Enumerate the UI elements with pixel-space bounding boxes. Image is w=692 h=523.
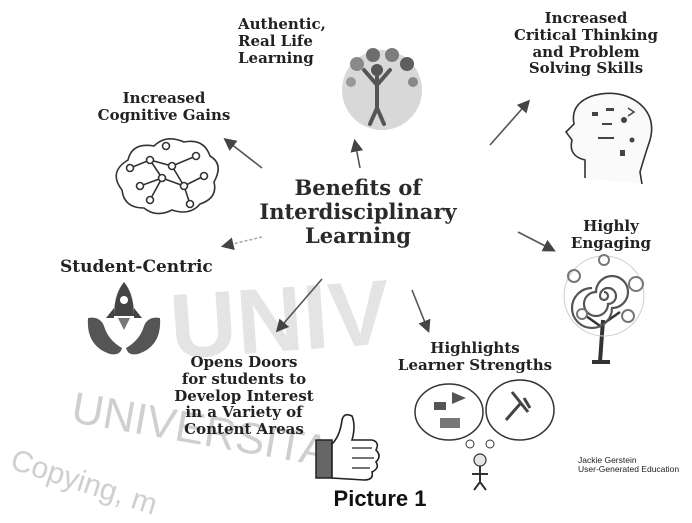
arrow-strengths — [411, 289, 431, 333]
arrow-student — [220, 236, 263, 251]
thumbs-up-icon — [315, 413, 380, 481]
node-authentic-label: Authentic, Real Life Learning — [238, 15, 326, 67]
node-opens-label: Opens Doors for students to Develop Inte… — [174, 353, 314, 439]
arrow-cognitive — [223, 138, 263, 169]
node-critical-label: Increased Critical Thinking and Problem … — [513, 9, 659, 78]
person-world-icon — [342, 48, 422, 130]
node-engaging-label: Highly Engaging — [570, 217, 652, 252]
figure-caption: Picture 1 — [333, 486, 427, 511]
arrow-opens — [275, 278, 323, 333]
node-cognitive-label: Increased Cognitive Gains — [97, 89, 231, 124]
center-title: Benefits of Interdisciplinary Learning — [259, 175, 457, 249]
arrow-critical — [489, 99, 531, 146]
rocket-hands-icon — [87, 282, 161, 355]
brain-network-icon — [115, 138, 219, 215]
head-thinking-icon — [564, 92, 653, 185]
node-student-label: Student-Centric — [60, 257, 213, 277]
arrow-authentic — [350, 138, 364, 169]
node-strengths-label: Highlights Learner Strengths — [397, 339, 553, 374]
arrow-engaging — [517, 231, 556, 252]
arrows — [220, 99, 556, 333]
spiral-tree-icon — [563, 254, 645, 364]
credit-text: Jackie Gerstein User-Generated Education — [578, 455, 680, 475]
thought-bubbles-icon — [414, 379, 555, 491]
